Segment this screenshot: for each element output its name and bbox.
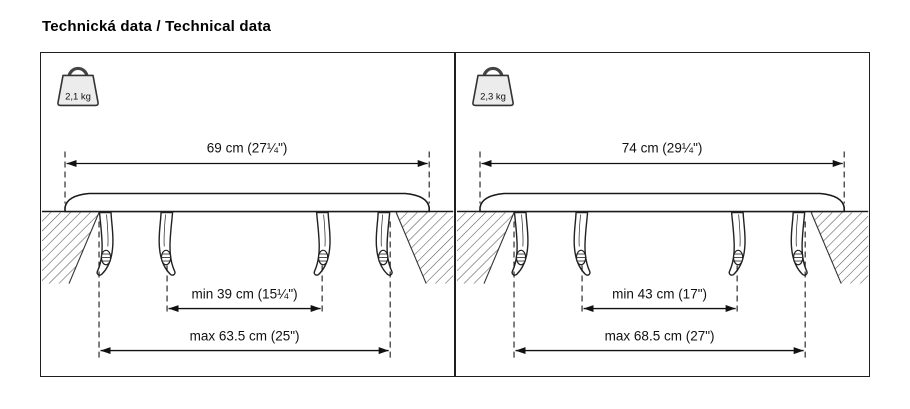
diagram-panel-left: 2,1 kg 69 cm (27¼") [41, 53, 454, 376]
technical-drawing-right: 2,3 kg 74 cm (29¼") [456, 66, 868, 358]
weight-icon: 2,3 kg [471, 66, 514, 107]
weight-label: 2,3 kg [480, 91, 506, 102]
width-dimension-label: 69 cm (27¼") [207, 140, 288, 155]
panel-divider [454, 53, 456, 376]
tub-wall-hatch-left [42, 212, 100, 284]
page-title: Technická data / Technical data [42, 18, 272, 35]
weight-icon: 2,1 kg [57, 66, 99, 107]
bath-board [479, 192, 845, 213]
page: Technická data / Technical data [40, 18, 870, 377]
tub-wall-hatch-right [810, 212, 868, 284]
diagram-box: 2,1 kg 69 cm (27¼") [40, 52, 870, 377]
bath-board [64, 192, 430, 213]
technical-drawing-left: 2,1 kg 69 cm (27¼") [42, 66, 454, 358]
weight-label: 2,1 kg [65, 91, 91, 102]
tub-wall-hatch-right [395, 212, 454, 284]
max-dimension-label: max 68.5 cm (27") [604, 329, 714, 344]
min-dimension-label: min 43 cm (17") [612, 287, 707, 302]
tub-wall-hatch-left [456, 212, 515, 284]
max-dimension-label: max 63.5 cm (25") [190, 329, 300, 344]
diagram-panel-right: 2,3 kg 74 cm (29¼") [456, 53, 869, 376]
min-dimension-label: min 39 cm (15¼") [192, 287, 298, 302]
width-dimension-label: 74 cm (29¼") [622, 140, 703, 155]
